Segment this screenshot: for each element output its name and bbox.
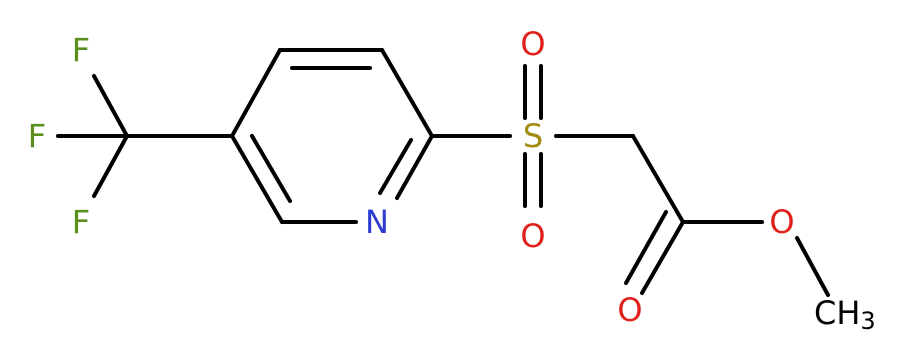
bond-c5-c4 xyxy=(230,48,282,138)
methyl-subscript: 3 xyxy=(860,307,875,335)
bond-ch2-c xyxy=(631,134,685,224)
atom-methyl: CH3 xyxy=(814,294,876,335)
bond-c6-c5-inner xyxy=(250,134,292,203)
bond-c3-c2 xyxy=(380,48,434,138)
atom-labels: F F F N S O O O O CH3 xyxy=(28,25,876,335)
atom-oxygen-ester: O xyxy=(769,203,794,241)
atom-nitrogen: N xyxy=(365,203,389,241)
atom-fluorine-1: F xyxy=(72,31,90,69)
atom-oxygen-bottom: O xyxy=(520,217,545,255)
bond-o-ch3 xyxy=(795,236,830,297)
atom-sulfur: S xyxy=(523,117,543,155)
bond-cf3-f3 xyxy=(92,134,129,198)
atom-oxygen-top: O xyxy=(520,25,545,63)
bond-c-o-carbonyl-a xyxy=(640,220,685,295)
atom-fluorine-2: F xyxy=(28,117,46,155)
atom-oxygen-carbonyl: O xyxy=(617,291,642,329)
atom-fluorine-3: F xyxy=(72,203,90,241)
bond-c-o-carbonyl-b xyxy=(624,210,668,285)
bond-c6-c5 xyxy=(230,134,284,224)
methyl-ch: CH xyxy=(814,294,860,332)
bond-c2-n xyxy=(395,134,434,200)
bond-c2-n-inner xyxy=(378,138,413,195)
bond-cf3-f1 xyxy=(92,74,129,138)
bonds xyxy=(56,48,830,297)
